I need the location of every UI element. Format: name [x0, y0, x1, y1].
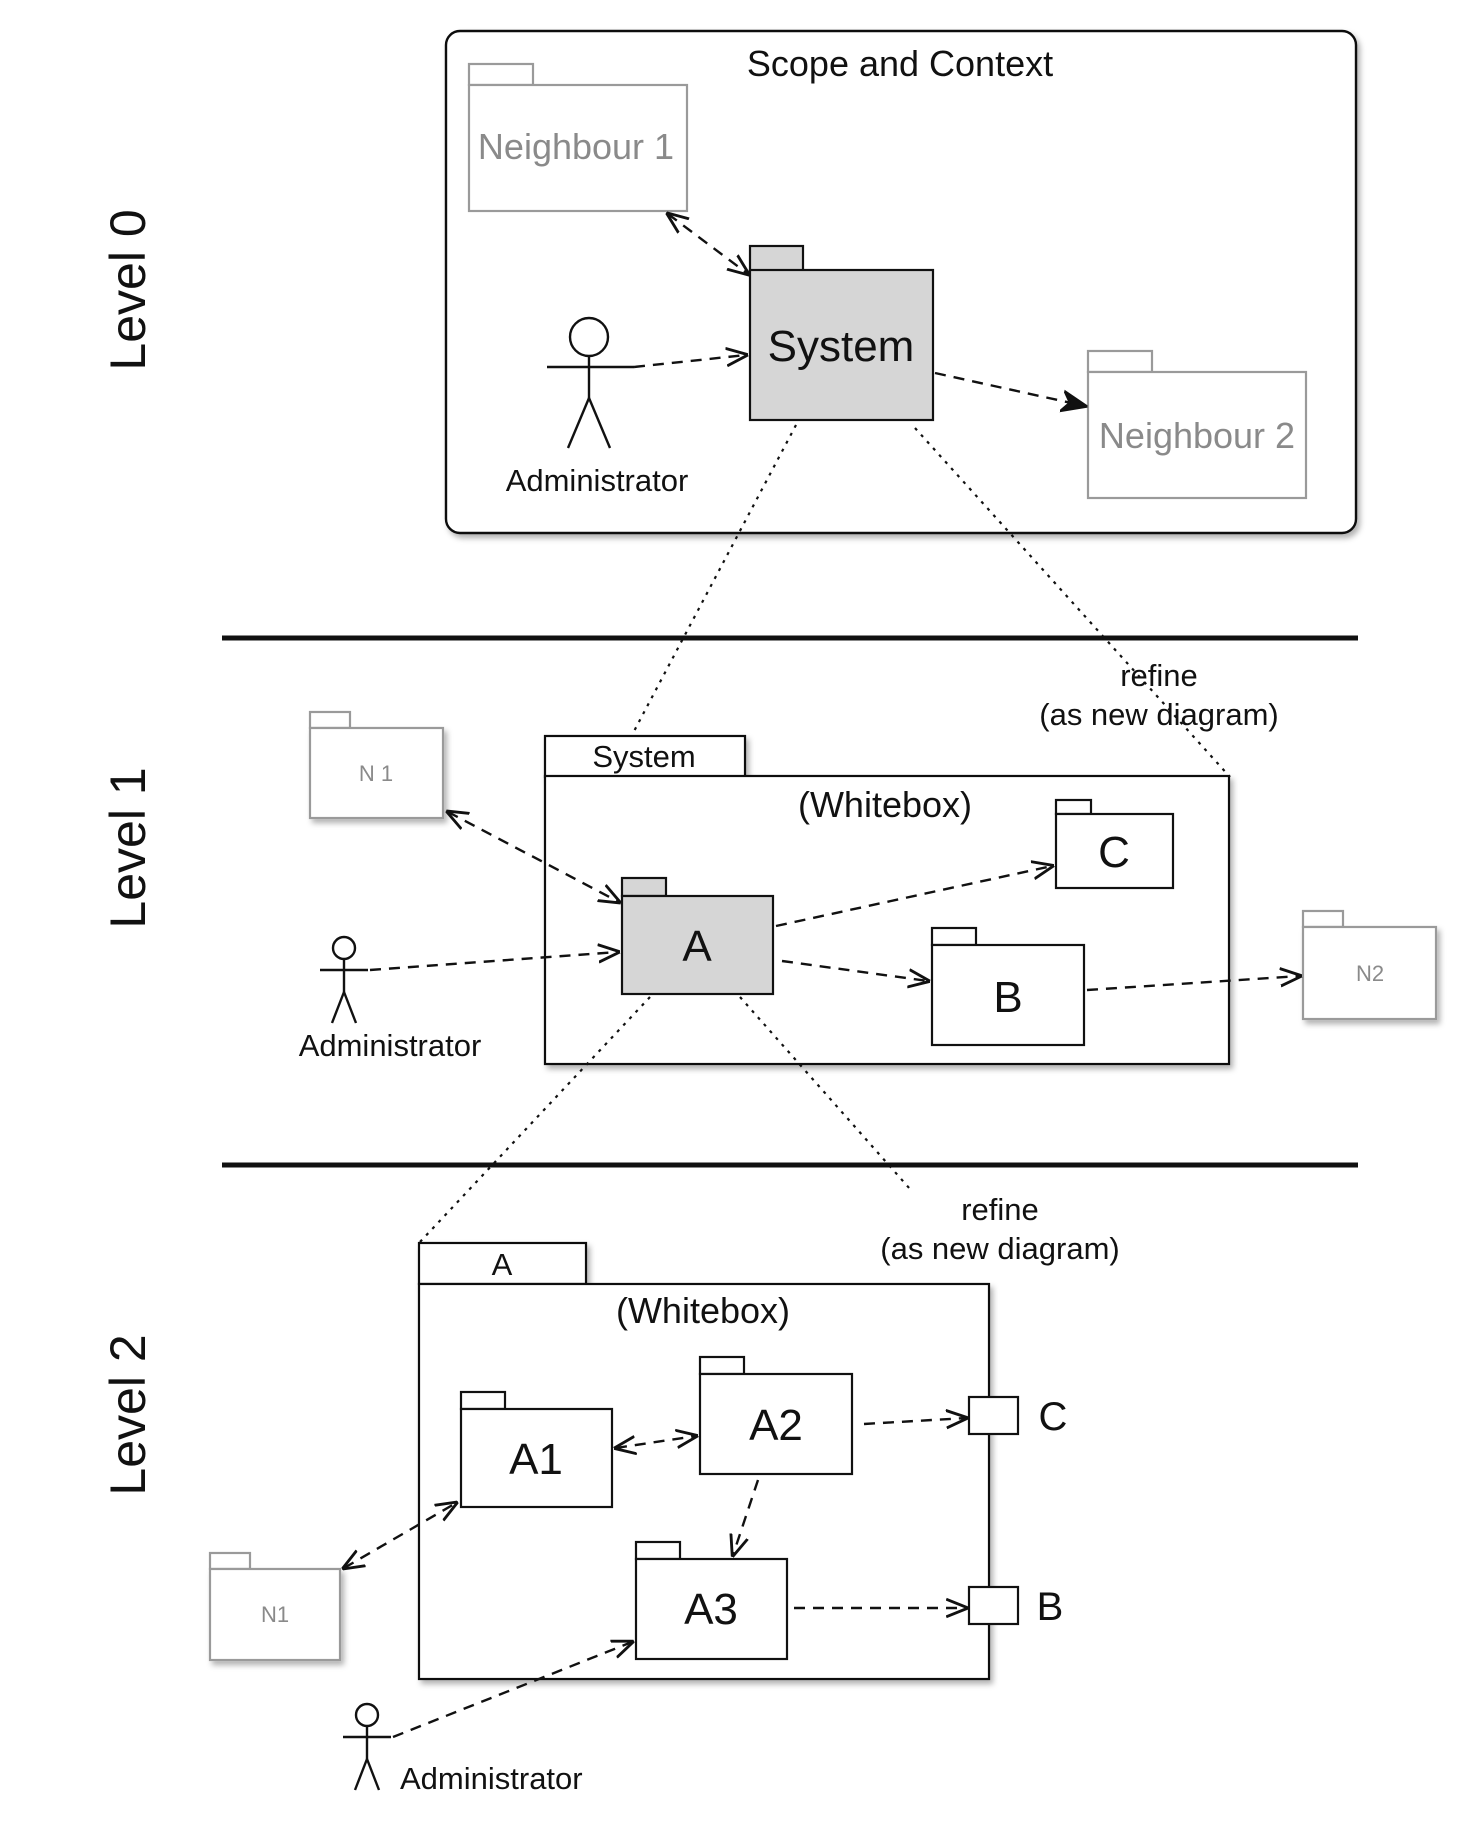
arrow-admin-a-level1 [369, 952, 618, 972]
a-whitebox-subtitle: (Whitebox) [616, 1290, 790, 1331]
refine-note-level1: refine (as new diagram) [1039, 658, 1278, 732]
administrator-label-level2: Administrator [400, 1761, 583, 1796]
administrator-actor-level2: Administrator [343, 1702, 583, 1796]
arrow-a-b-level1 [781, 959, 928, 981]
system-package[interactable]: System [748, 244, 935, 422]
refine-dotted-right-1 [739, 996, 911, 1190]
arrow-system-neighbour2 [934, 371, 1085, 406]
arrow-a1-a2 [616, 1436, 696, 1448]
c-label-level1: C [1098, 828, 1130, 877]
port-c-label: C [1039, 1395, 1068, 1439]
arrow-b-n2-level1 [1086, 976, 1300, 992]
n1-label-level1: N 1 [359, 761, 393, 786]
a3-label: A3 [684, 1585, 738, 1634]
administrator-actor-level1: Administrator [299, 935, 482, 1063]
a1-label: A1 [509, 1435, 563, 1484]
n2-label-level1: N2 [1356, 961, 1384, 986]
arrow-n1-a-level1 [448, 812, 619, 902]
arrow-a-c-level1 [775, 866, 1052, 928]
arrow-admin-a3-level2 [392, 1642, 632, 1739]
a-label-level1: A [682, 922, 712, 971]
port-c[interactable]: C [967, 1395, 1068, 1439]
neighbour-1-label: Neighbour 1 [478, 126, 674, 167]
refine-subtext-level1: (as new diagram) [1039, 697, 1278, 732]
refine-dotted-right-0 [914, 427, 1231, 778]
a2-label: A2 [749, 1401, 803, 1450]
refine-note-level2: refine (as new diagram) [880, 1192, 1119, 1266]
level-2-label: Level 2 [100, 1334, 156, 1495]
neighbour-1-package[interactable]: Neighbour 1 [467, 62, 689, 213]
refine-text-level1: refine [1120, 658, 1198, 693]
arrow-a2-a3 [733, 1479, 760, 1555]
level-1-label: Level 1 [100, 767, 156, 928]
n2-neighbour-level1[interactable]: N2 [1301, 909, 1438, 1021]
administrator-actor-level0: Administrator [506, 316, 689, 498]
port-b-label: B [1037, 1585, 1064, 1629]
scope-context-title: Scope and Context [747, 43, 1053, 84]
a-package-level1[interactable]: A [620, 876, 775, 996]
n1-label-level2: N1 [261, 1602, 289, 1627]
refine-dotted-left-1 [418, 996, 651, 1244]
refine-subtext-level2: (as new diagram) [880, 1231, 1119, 1266]
b-label-level1: B [993, 973, 1022, 1022]
arrow-a2-port-c [863, 1418, 966, 1424]
neighbour-2-package[interactable]: Neighbour 2 [1086, 349, 1308, 500]
port-b[interactable]: B [967, 1585, 1064, 1629]
c-package-level1[interactable]: C [1054, 798, 1175, 890]
administrator-label-level1: Administrator [299, 1028, 482, 1063]
a2-package[interactable]: A2 [698, 1355, 854, 1476]
system-whitebox-tab-label: System [592, 739, 695, 774]
n1-neighbour-level1[interactable]: N 1 [308, 710, 445, 820]
a-whitebox-tab-label: A [492, 1247, 513, 1282]
administrator-label-level0: Administrator [506, 463, 689, 498]
a3-package[interactable]: A3 [634, 1540, 789, 1661]
a1-package[interactable]: A1 [459, 1390, 614, 1509]
refine-text-level2: refine [961, 1192, 1039, 1227]
system-whitebox-subtitle: (Whitebox) [798, 784, 972, 825]
system-label: System [768, 322, 915, 371]
b-package-level1[interactable]: B [930, 926, 1086, 1047]
arrow-n1-a1-level2 [344, 1503, 456, 1568]
arrow-neighbour1-system [668, 214, 748, 274]
neighbour-2-label: Neighbour 2 [1099, 415, 1295, 456]
n1-neighbour-level2[interactable]: N1 [208, 1551, 342, 1662]
level-0-label: Level 0 [100, 209, 156, 370]
